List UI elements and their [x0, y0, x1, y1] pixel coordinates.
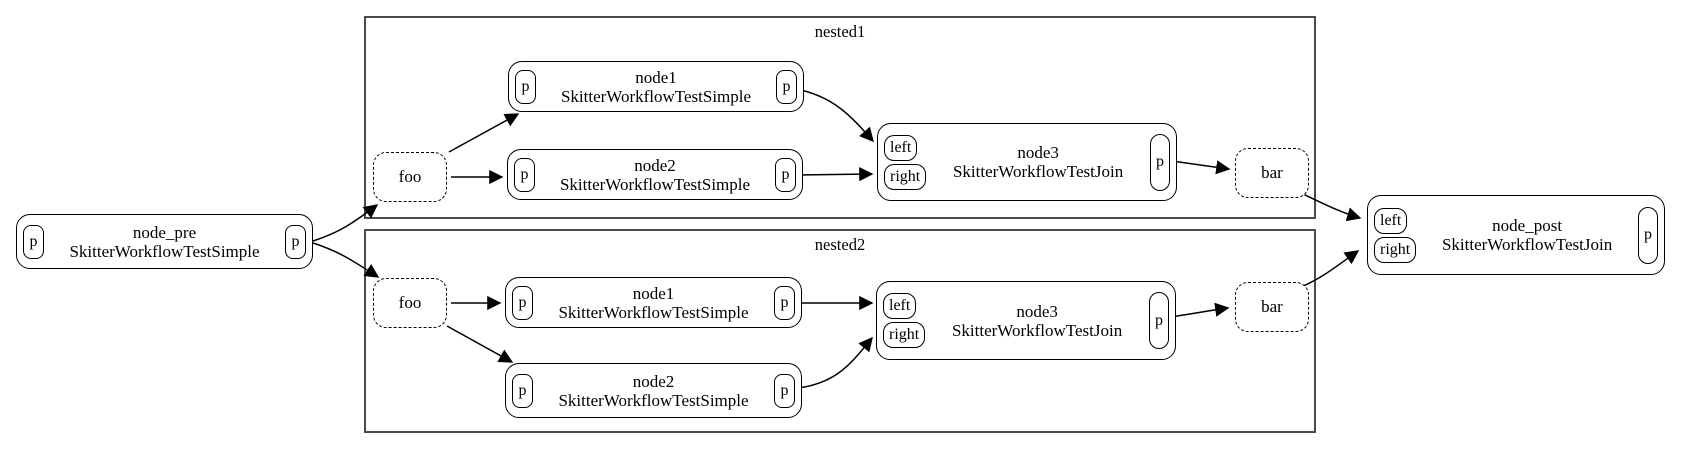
nested1-node1-in-port: p	[515, 69, 536, 104]
nested2-node2-title: node2	[632, 371, 675, 391]
nested1-node3-out-port: p	[1150, 133, 1170, 191]
nested2-node3-left-port: left	[883, 293, 917, 319]
node-post-in-ports: left right	[1374, 207, 1417, 263]
cluster-nested1-label: nested1	[814, 22, 866, 41]
node-pre-component: SkitterWorkflowTestSimple	[69, 241, 260, 261]
nested1-node3-in-ports: left right	[884, 134, 927, 190]
nested2-node2-label: node2 SkitterWorkflowTestSimple	[537, 372, 770, 410]
nested1-node1-component: SkitterWorkflowTestSimple	[560, 86, 752, 106]
nested1-node2-in-port: p	[514, 157, 535, 192]
node-post: left right node_post SkitterWorkflowTest…	[1367, 195, 1665, 275]
nested2-node2-out-port: p	[774, 373, 795, 408]
node-pre: p node_pre SkitterWorkflowTestSimple p	[16, 214, 313, 269]
nested1-node3-component: SkitterWorkflowTestJoin	[952, 162, 1124, 181]
nested1-node1-label: node1 SkitterWorkflowTestSimple	[540, 68, 772, 106]
nested1-node1: p node1 SkitterWorkflowTestSimple p	[508, 61, 804, 112]
cluster-nested2-label: nested2	[814, 235, 866, 254]
nested1-node3-title: node3	[1017, 143, 1059, 162]
nested1-node3-left-port: left	[884, 134, 918, 161]
nested2-node1-label: node1 SkitterWorkflowTestSimple	[537, 284, 770, 322]
node-pre-title: node_pre	[132, 222, 197, 242]
cluster-nested2: nested2	[364, 229, 1316, 433]
node-pre-out-port: p	[285, 224, 306, 259]
cluster-nested1: nested1	[364, 16, 1316, 219]
node-post-label: node_post SkitterWorkflowTestJoin	[1420, 216, 1634, 254]
nested1-node2-title: node2	[634, 155, 676, 175]
node-post-component: SkitterWorkflowTestJoin	[1441, 235, 1613, 254]
nested2-node1-title: node1	[632, 283, 675, 303]
nested2-node1-in-port: p	[512, 285, 533, 320]
nested2-node3-title: node3	[1016, 301, 1058, 321]
node-post-left-port: left	[1374, 207, 1408, 234]
nested2-foo-label: foo	[398, 293, 422, 312]
node-pre-in-port: p	[23, 224, 44, 259]
nested2-node2: p node2 SkitterWorkflowTestSimple p	[505, 363, 802, 418]
nested2-node1-component: SkitterWorkflowTestSimple	[558, 302, 749, 322]
nested2-bar-proxy: bar	[1235, 282, 1309, 332]
nested1-node2-component: SkitterWorkflowTestSimple	[559, 174, 751, 194]
nested2-node3-label: node3 SkitterWorkflowTestJoin	[929, 302, 1145, 340]
nested1-bar-proxy: bar	[1235, 148, 1309, 198]
nested1-node1-out-port: p	[776, 69, 797, 104]
nested1-node2-label: node2 SkitterWorkflowTestSimple	[539, 156, 771, 194]
nested2-node1: p node1 SkitterWorkflowTestSimple p	[505, 277, 802, 328]
nested1-node3-right-port: right	[884, 163, 927, 190]
nested2-foo-proxy: foo	[373, 278, 447, 328]
nested1-node3: left right node3 SkitterWorkflowTestJoin…	[877, 123, 1177, 201]
node-post-out-port: p	[1638, 206, 1658, 264]
nested1-node2: p node2 SkitterWorkflowTestSimple p	[507, 149, 803, 200]
nested1-node1-title: node1	[635, 67, 677, 87]
nested1-node2-out-port: p	[775, 157, 796, 192]
nested2-node2-in-port: p	[512, 373, 533, 408]
nested2-node3-in-ports: left right	[883, 293, 926, 348]
nested1-foo-proxy: foo	[373, 152, 447, 202]
nested2-node1-out-port: p	[774, 285, 795, 320]
nested1-node3-label: node3 SkitterWorkflowTestJoin	[930, 143, 1146, 181]
nested1-foo-label: foo	[398, 167, 422, 186]
nested2-bar-label: bar	[1261, 297, 1283, 316]
node-pre-label: node_pre SkitterWorkflowTestSimple	[48, 223, 281, 261]
nested1-bar-label: bar	[1261, 163, 1283, 182]
node-post-title: node_post	[1492, 216, 1563, 235]
nested2-node3: left right node3 SkitterWorkflowTestJoin…	[876, 281, 1176, 360]
nested2-node3-out-port: p	[1149, 292, 1169, 349]
nested2-node3-component: SkitterWorkflowTestJoin	[951, 320, 1123, 340]
node-post-right-port: right	[1374, 236, 1417, 263]
nested2-node2-component: SkitterWorkflowTestSimple	[558, 390, 749, 410]
nested2-node3-right-port: right	[883, 322, 926, 348]
